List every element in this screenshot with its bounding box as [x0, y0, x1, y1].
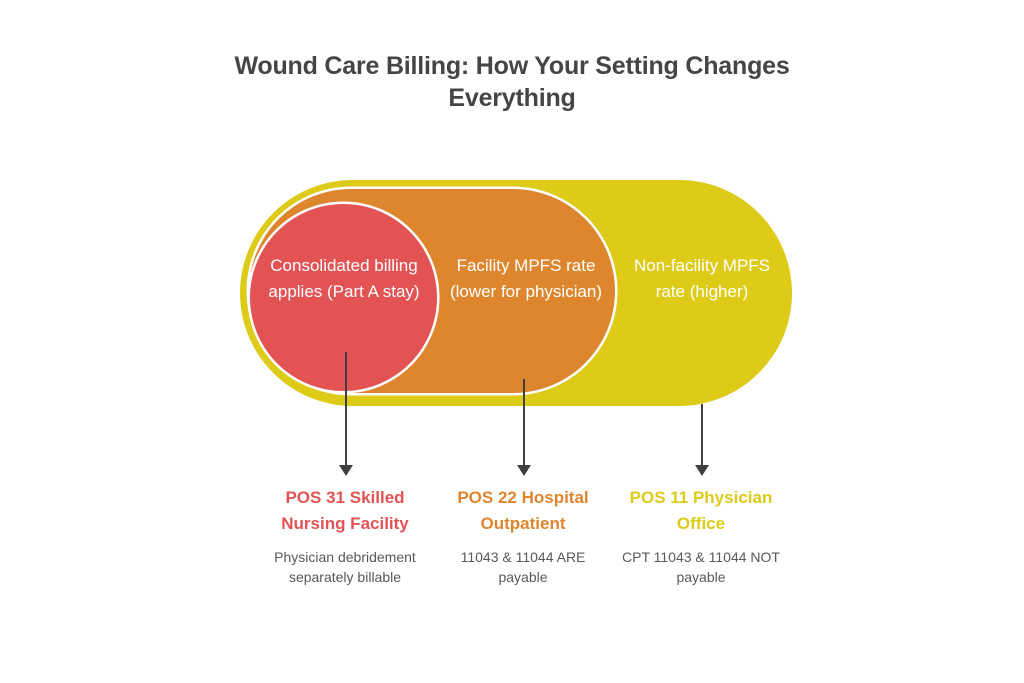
connector-arrow-2-head-icon: [516, 465, 531, 476]
column-caption: 11043 & 11044 ARE payable: [460, 549, 586, 585]
column-heading: POS 22 Hospital Outpatient: [457, 488, 589, 533]
zone-inner-label: Consolidated billing applies (Part A sta…: [268, 256, 420, 301]
column-caption: CPT 11043 & 11044 NOT payable: [622, 549, 780, 585]
column-heading: POS 11 Physician Office: [629, 488, 773, 533]
column-pos-31: POS 31 Skilled Nursing Facility Physicia…: [257, 485, 433, 587]
column-pos-22: POS 22 Hospital Outpatient 11043 & 11044…: [435, 485, 611, 587]
connector-arrow-1-line: [345, 352, 347, 468]
zone-middle-label: Facility MPFS rate (lower for physician): [449, 256, 603, 301]
column-pos-11: POS 11 Physician Office CPT 11043 & 1104…: [613, 485, 789, 587]
connector-arrow-1-head-icon: [338, 465, 353, 476]
connector-arrow-2-line: [523, 379, 525, 468]
column-caption: Physician debridement separately billabl…: [274, 549, 416, 585]
page-title: Wound Care Billing: How Your Setting Cha…: [234, 52, 790, 112]
column-heading: POS 31 Skilled Nursing Facility: [281, 488, 409, 533]
connector-arrow-3-head-icon: [694, 465, 709, 476]
connector-arrow-3-line: [701, 404, 703, 468]
zone-inner-shape: [250, 204, 437, 391]
zone-outer-label: Non-facility MPFS rate (higher): [633, 256, 771, 301]
